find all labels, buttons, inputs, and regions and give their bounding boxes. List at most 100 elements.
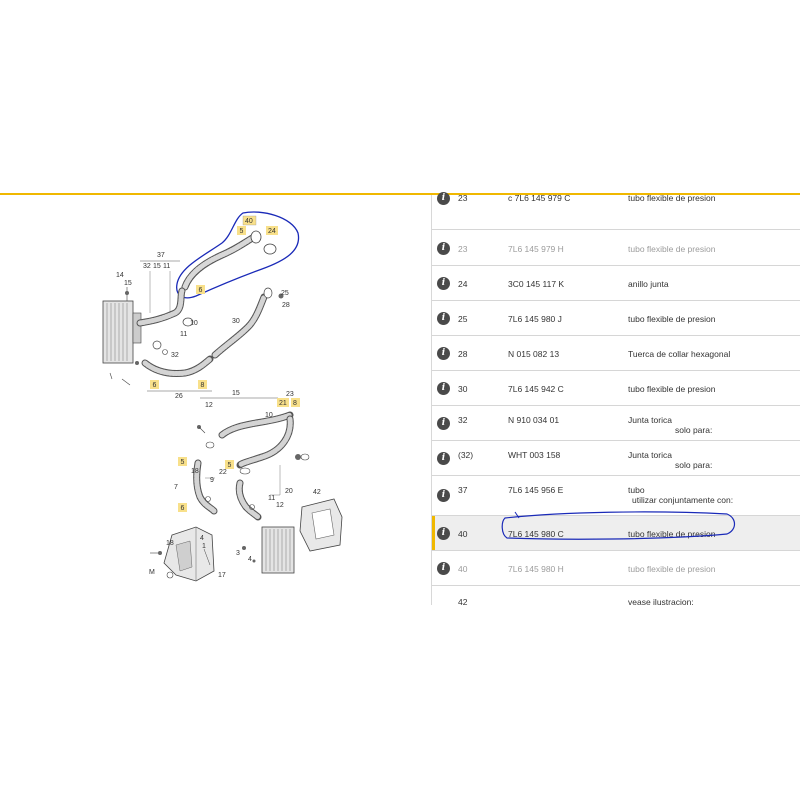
callout-28: 28 — [282, 302, 290, 309]
hose-part-37[interactable] — [136, 287, 186, 327]
hose-part-23[interactable] — [218, 411, 294, 469]
callout-32-bottom: 32 — [171, 352, 179, 359]
callout-18: 18 — [166, 540, 174, 547]
position-number: 23 — [458, 244, 468, 254]
hose-part-20[interactable] — [235, 479, 262, 521]
info-icon[interactable]: i — [437, 312, 450, 325]
hose-part-30[interactable] — [211, 293, 268, 359]
position-number: 24 — [458, 279, 468, 289]
callout-37: 37 — [157, 252, 165, 259]
part-description: tubo flexible de presion — [628, 193, 716, 203]
callout-11b: 11 — [180, 331, 187, 338]
part-row[interactable]: i 24 3C0 145 117 K anillo junta — [432, 266, 800, 301]
air-duct-frame-42[interactable] — [299, 498, 343, 552]
parts-list: i 23 c 7L6 145 979 C tubo flexible de pr… — [432, 180, 800, 610]
info-icon[interactable]: i — [437, 527, 450, 540]
part-number: N 910 034 01 — [508, 415, 560, 425]
part-description: tubo flexible de presion — [628, 384, 716, 394]
part-number: 3C0 145 117 K — [508, 279, 565, 289]
part-number: 7L6 145 979 H — [508, 244, 564, 254]
callout-4: 4 — [200, 535, 204, 542]
callout-32-top: 32 — [143, 263, 151, 270]
callout-4b: 4 — [248, 556, 252, 563]
callout-15: 15 — [153, 263, 161, 270]
callout-30: 30 — [232, 318, 240, 325]
part-row[interactable]: 42 vease ilustracion: — [432, 586, 800, 610]
part-number: 7L6 145 956 E — [508, 485, 564, 495]
callout-5b: 5 — [181, 459, 185, 466]
panel-divider — [431, 195, 432, 605]
info-icon[interactable]: i — [437, 192, 450, 205]
part-description: tubo flexible de presion — [628, 564, 716, 574]
part-number: 7L6 145 980 C — [508, 529, 564, 539]
part-description: tubo flexible de presion — [628, 529, 716, 539]
callout-18b: 18 — [191, 468, 199, 475]
position-number: (32) — [458, 450, 474, 460]
part-row-selected[interactable]: i 40 7L6 145 980 C tubo flexible de pres… — [432, 516, 800, 551]
callout-M: M — [149, 569, 155, 576]
part-row[interactable]: i 37 7L6 145 956 E tubo utilizar conjunt… — [432, 476, 800, 516]
position-number: 40 — [458, 564, 468, 574]
callout-8: 8 — [201, 382, 205, 389]
hose-part-26[interactable] — [141, 355, 214, 377]
info-icon[interactable]: i — [437, 489, 450, 502]
part-note: solo para: — [675, 460, 713, 470]
callout-17: 17 — [218, 572, 226, 579]
part-number: 7L6 145 942 C — [508, 384, 564, 394]
callout-25: 25 — [281, 290, 289, 297]
part-row[interactable]: i 40 7L6 145 980 H tubo flexible de pres… — [432, 551, 800, 586]
position-number: 23 — [458, 193, 468, 203]
callout-15c: 15 — [232, 390, 240, 397]
info-icon[interactable]: i — [437, 417, 450, 430]
callout-6: 6 — [199, 287, 203, 294]
part-number: N 015 082 13 — [508, 349, 560, 359]
position-number: 32 — [458, 415, 468, 425]
callout-8b: 8 — [293, 400, 297, 407]
part-row[interactable]: i 25 7L6 145 980 J tubo flexible de pres… — [432, 301, 800, 336]
position-number: 25 — [458, 314, 468, 324]
callout-12: 12 — [205, 402, 213, 409]
part-number: 7L6 145 980 H — [508, 564, 564, 574]
callout-10b: 10 — [265, 412, 273, 419]
part-number: 7L6 145 980 J — [508, 314, 562, 324]
part-description: tubo — [628, 485, 645, 495]
info-icon[interactable]: i — [437, 242, 450, 255]
callout-21: 21 — [279, 400, 287, 407]
info-icon[interactable]: i — [437, 347, 450, 360]
part-row[interactable]: i 30 7L6 145 942 C tubo flexible de pres… — [432, 371, 800, 406]
part-description: tubo flexible de presion — [628, 244, 716, 254]
info-icon[interactable]: i — [437, 277, 450, 290]
part-row[interactable]: i 23 7L6 145 979 H tubo flexible de pres… — [432, 230, 800, 266]
info-icon[interactable]: i — [437, 452, 450, 465]
exploded-parts-diagram[interactable]: 40 5 24 6 37 32 15 11 14 15 10 11 32 — [0, 195, 432, 605]
air-guide-lower-left[interactable] — [163, 526, 215, 582]
hose-part-40[interactable] — [181, 230, 262, 291]
part-description: Tuerca de collar hexagonal — [628, 349, 731, 359]
position-number: 40 — [458, 529, 468, 539]
part-row[interactable]: i (32) WHT 003 158 Junta torica solo par… — [432, 441, 800, 476]
position-number: 28 — [458, 349, 468, 359]
part-row[interactable]: i 28 N 015 082 13 Tuerca de collar hexag… — [432, 336, 800, 371]
part-number: WHT 003 158 — [508, 450, 561, 460]
part-description: Junta torica — [628, 450, 672, 460]
part-note: utilizar conjuntamente con: — [632, 495, 734, 505]
callout-14: 14 — [116, 272, 124, 279]
intercooler-lower-right[interactable] — [261, 526, 295, 574]
callout-20: 20 — [285, 488, 293, 495]
part-number: c 7L6 145 979 C — [508, 193, 571, 203]
hand-drawn-circle-annotation — [176, 211, 300, 299]
info-icon[interactable]: i — [437, 382, 450, 395]
callout-1: 1 — [202, 543, 206, 550]
callout-3: 3 — [236, 550, 240, 557]
info-icon[interactable]: i — [437, 562, 450, 575]
part-row[interactable]: i 32 N 910 034 01 Junta torica solo para… — [432, 406, 800, 441]
position-number: 42 — [458, 597, 468, 607]
callout-40: 40 — [245, 218, 253, 225]
hose-part-7[interactable] — [193, 459, 218, 515]
callout-11c: 11 — [268, 495, 275, 502]
callout-11: 11 — [163, 263, 170, 270]
intercooler-upper-left[interactable] — [102, 300, 142, 364]
callout-7: 7 — [174, 484, 178, 491]
part-description: tubo flexible de presion — [628, 314, 716, 324]
part-row[interactable]: i 23 c 7L6 145 979 C tubo flexible de pr… — [432, 180, 800, 230]
